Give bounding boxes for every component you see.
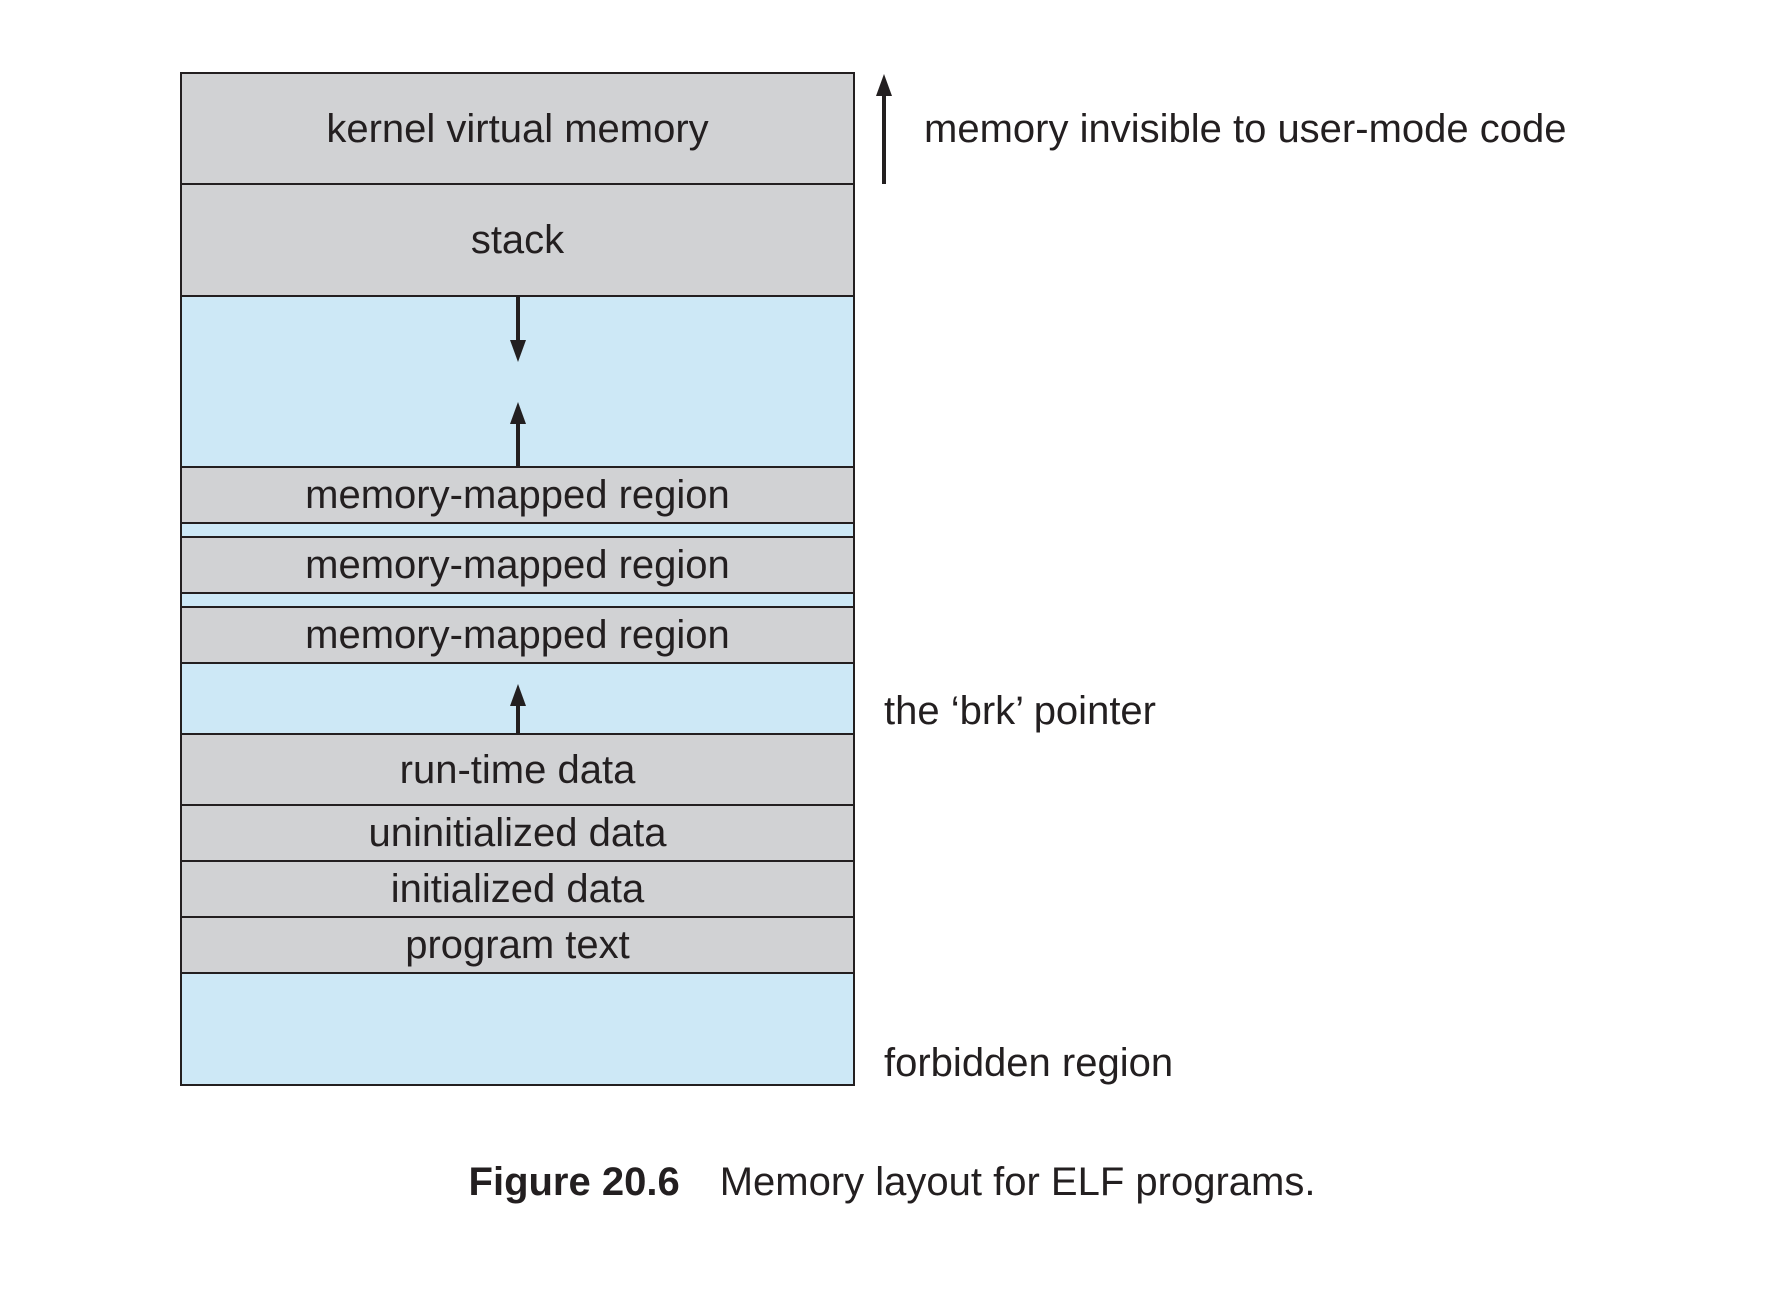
region-free-gap-stack-mmap	[180, 295, 855, 468]
arrow-up-kernel-icon	[876, 74, 892, 184]
region-label: memory-mapped region	[305, 473, 730, 517]
region-run-time-data: run-time data	[180, 733, 855, 806]
region-uninitialized-data: uninitialized data	[180, 804, 855, 862]
region-label: run-time data	[399, 747, 636, 792]
region-stack: stack	[180, 183, 855, 297]
region-memory-mapped-3: memory-mapped region	[180, 606, 855, 664]
region-initialized-data: initialized data	[180, 860, 855, 918]
region-label: uninitialized data	[368, 811, 667, 855]
region-label: stack	[470, 218, 565, 262]
region-label: kernel virtual memory	[326, 106, 709, 151]
region-label: program text	[405, 923, 630, 967]
region-memory-mapped-1: memory-mapped region	[180, 466, 855, 524]
figure-caption: Figure 20.6 Memory layout for ELF program…	[0, 1162, 1784, 1202]
figure-number: Figure 20.6	[468, 1160, 680, 1204]
brk-pointer-label: the ‘brk’ pointer	[884, 689, 1156, 733]
region-memory-mapped-2: memory-mapped region	[180, 536, 855, 594]
kernel-memory-note: memory invisible to user-mode code	[924, 107, 1567, 151]
region-label: memory-mapped region	[305, 613, 730, 657]
region-label: memory-mapped region	[305, 543, 730, 587]
region-program-text: program text	[180, 916, 855, 974]
region-kernel-virtual-memory: kernel virtual memory	[180, 72, 855, 185]
region-label: initialized data	[390, 867, 645, 911]
region-forbidden	[180, 972, 855, 1086]
forbidden-region-label: forbidden region	[884, 1041, 1174, 1085]
region-heap-growth	[180, 662, 855, 735]
caption-text: Memory layout for ELF programs.	[719, 1160, 1316, 1204]
